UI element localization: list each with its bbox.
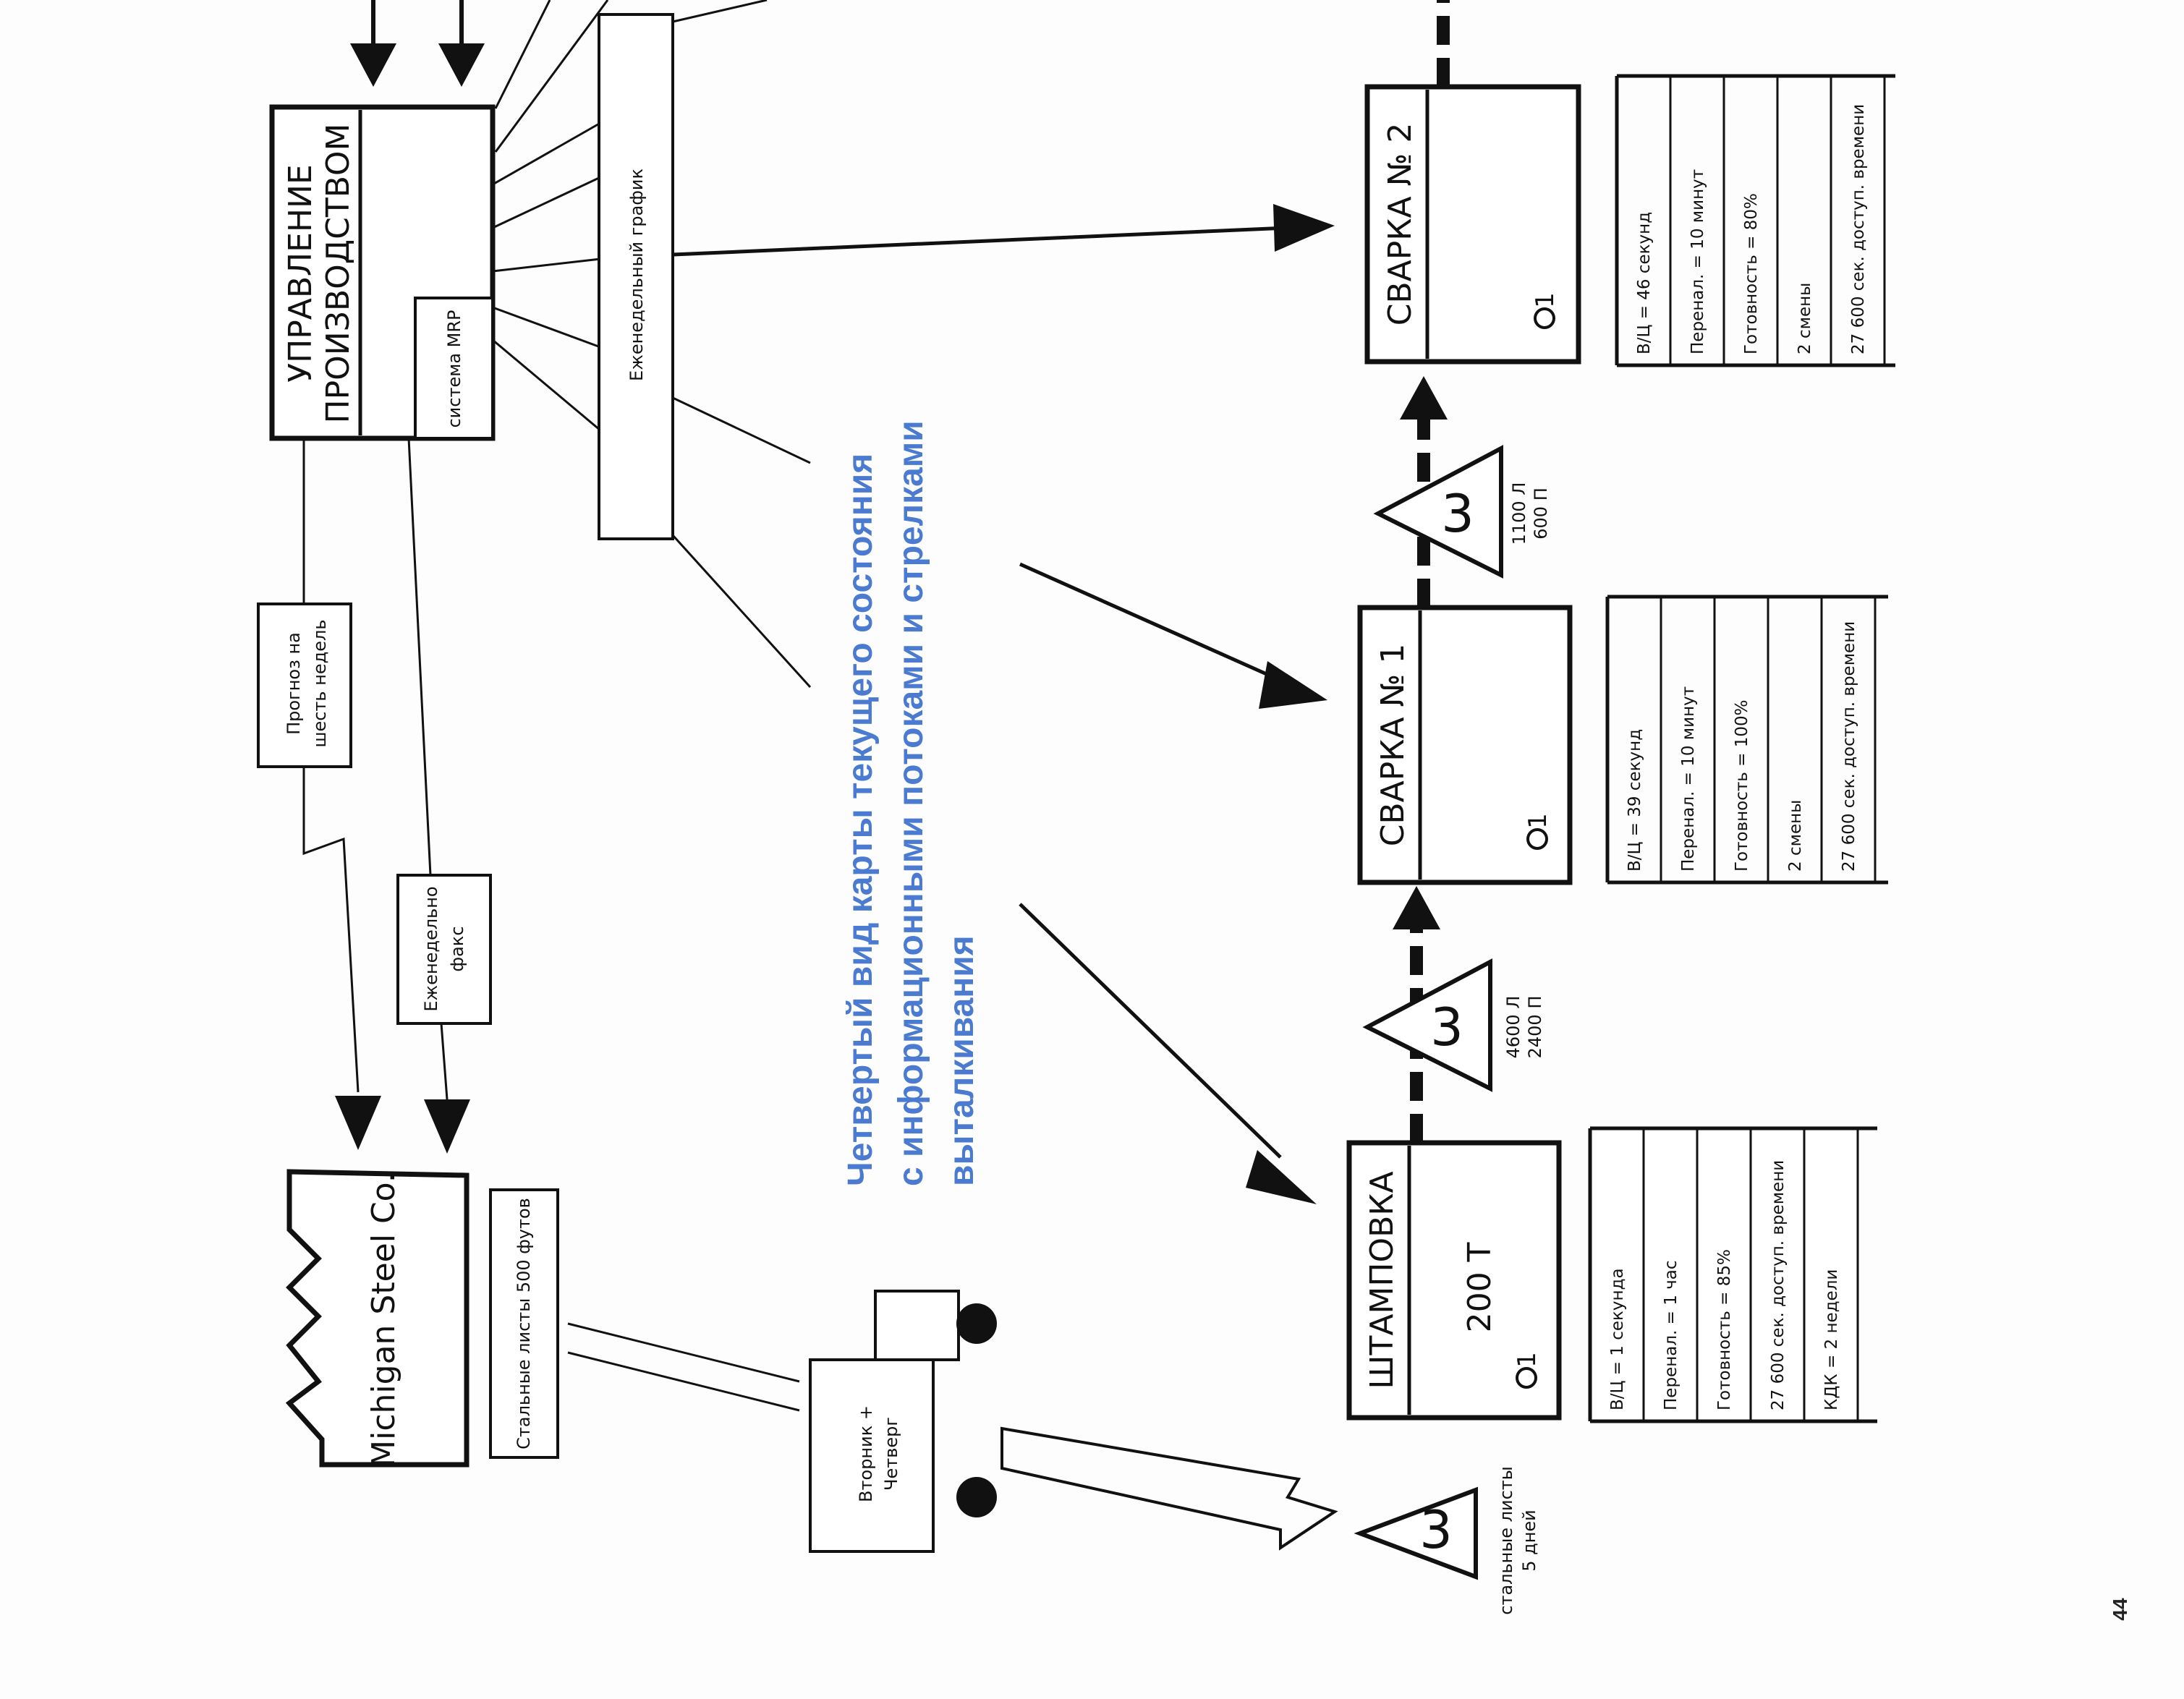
mrp-system-label: система MRP bbox=[444, 310, 464, 427]
shipment-lines bbox=[567, 1322, 800, 1412]
push-arrow-1: 3 4600 Л 2400 П bbox=[1362, 886, 1545, 1143]
inventory-1-symbol: 3 bbox=[1430, 997, 1463, 1057]
weekly-schedule-box: Еженедельный график bbox=[598, 13, 674, 540]
data-box-stamping: В/Ц = 1 секунда Перенал. = 1 час Готовно… bbox=[1588, 1126, 1877, 1423]
weld-1-data-3: 2 смены bbox=[1786, 800, 1805, 872]
supplier-note: Стальные листы 500 футов bbox=[514, 1198, 534, 1449]
raw-inventory: 3 стальные листы 5 дней bbox=[1354, 1466, 1539, 1615]
shipment-push-arrow bbox=[1000, 1426, 1338, 1551]
raw-inventory-label-2: 5 дней bbox=[1519, 1509, 1539, 1572]
weld-1-data-2: Готовность = 100% bbox=[1733, 700, 1751, 872]
process-weld-2: СВАРКА № 2 1 bbox=[1364, 0, 1581, 365]
process-stamping-operators: 1 bbox=[1513, 1352, 1542, 1368]
weekly-fax-line: Еженедельно факс bbox=[396, 438, 492, 1154]
raw-inventory-label-1: стальные листы bbox=[1496, 1466, 1516, 1614]
operator-icon bbox=[1526, 828, 1548, 850]
operator-icon bbox=[1516, 1367, 1537, 1389]
production-control-box: УПРАВЛЕНИЕ ПРОИЗВОДСТВОМ система MRP bbox=[269, 104, 496, 441]
process-weld-1-name: СВАРКА № 1 bbox=[1374, 644, 1411, 847]
inventory-1-label-2: 2400 П bbox=[1525, 996, 1545, 1059]
inventory-1-label-1: 4600 Л bbox=[1503, 996, 1524, 1059]
incoming-arrows-top bbox=[350, 0, 768, 153]
caption-line-1: Четвертый вид карты текущего состояния bbox=[841, 454, 880, 1186]
stamping-data-4: КДК = 2 недели bbox=[1822, 1269, 1841, 1410]
forecast-info-line: Прогноз на шесть недель bbox=[257, 438, 381, 1150]
data-box-weld-1: В/Ц = 39 секунд Перенал. = 10 минут Гото… bbox=[1605, 595, 1888, 885]
schedule-arrows bbox=[672, 204, 1335, 1204]
page-number: 44 bbox=[2109, 1598, 2131, 1621]
inventory-2-label-2: 600 П bbox=[1531, 487, 1551, 539]
supplier-factory: Michigan Steel Co. Стальные листы 500 фу… bbox=[285, 1169, 559, 1468]
process-stamping-name: ШТАМПОВКА bbox=[1364, 1171, 1401, 1389]
forecast-label-2: шесть недель bbox=[310, 620, 330, 748]
weld-1-data-4: 27 600 сек. доступ. времени bbox=[1840, 621, 1858, 872]
weld-2-data-4: 27 600 сек. доступ. времени bbox=[1849, 104, 1868, 354]
inventory-2-symbol: 3 bbox=[1441, 483, 1474, 544]
production-control-title-1: УПРАВЛЕНИЕ bbox=[282, 164, 319, 382]
stamping-data-1: Перенал. = 1 час bbox=[1662, 1260, 1681, 1410]
process-stamping: ШТАМПОВКА 200 Т 1 bbox=[1346, 1140, 1562, 1421]
process-weld-2-operators: 1 bbox=[1531, 292, 1560, 308]
stamping-data-3: 27 600 сек. доступ. времени bbox=[1769, 1160, 1788, 1410]
weekly-fax-label-2: факс bbox=[447, 927, 467, 972]
weld-2-data-0: В/Ц = 46 секунд bbox=[1635, 212, 1654, 354]
caption-line-2: с информационными потоками и стрелками bbox=[892, 420, 930, 1186]
process-weld-2-name: СВАРКА № 2 bbox=[1382, 123, 1419, 326]
raw-inventory-symbol: 3 bbox=[1419, 1499, 1453, 1560]
weld-2-data-1: Перенал. = 10 минут bbox=[1688, 169, 1707, 354]
forecast-label-1: Прогноз на bbox=[284, 632, 304, 735]
stamping-data-0: В/Ц = 1 секунда bbox=[1608, 1268, 1627, 1410]
truck-icon: Вторник + Четверг bbox=[809, 1290, 997, 1553]
weld-2-data-2: Готовность = 80% bbox=[1742, 193, 1761, 354]
weld-1-data-0: В/Ц = 39 секунд bbox=[1626, 729, 1644, 872]
operator-icon bbox=[1534, 307, 1555, 329]
info-lines bbox=[492, 122, 812, 689]
truck-label-2: Четверг bbox=[881, 1417, 901, 1491]
stamping-data-2: Готовность = 85% bbox=[1715, 1249, 1734, 1410]
figure-caption: Четвертый вид карты текущего состояния с… bbox=[841, 420, 981, 1186]
weld-2-data-3: 2 смены bbox=[1796, 283, 1814, 354]
weld-1-data-1: Перенал. = 10 минут bbox=[1679, 686, 1698, 872]
process-weld-1-operators: 1 bbox=[1524, 813, 1552, 829]
push-arrow-2: 3 1100 Л 600 П bbox=[1373, 376, 1551, 608]
process-weld-1: СВАРКА № 1 1 bbox=[1357, 605, 1573, 885]
supplier-name: Michigan Steel Co. bbox=[365, 1172, 402, 1468]
data-box-weld-2: В/Ц = 46 секунд Перенал. = 10 минут Гото… bbox=[1615, 74, 1895, 367]
weekly-fax-label-1: Еженедельно bbox=[421, 886, 441, 1011]
weekly-schedule-label: Еженедельный график bbox=[626, 169, 647, 381]
process-stamping-body: 200 Т bbox=[1461, 1242, 1498, 1332]
inventory-2-label-1: 1100 Л bbox=[1509, 482, 1529, 545]
production-control-title-2: ПРОИЗВОДСТВОМ bbox=[320, 124, 357, 424]
truck-label-1: Вторник + bbox=[856, 1405, 876, 1502]
caption-line-3: выталкивания bbox=[943, 935, 981, 1186]
